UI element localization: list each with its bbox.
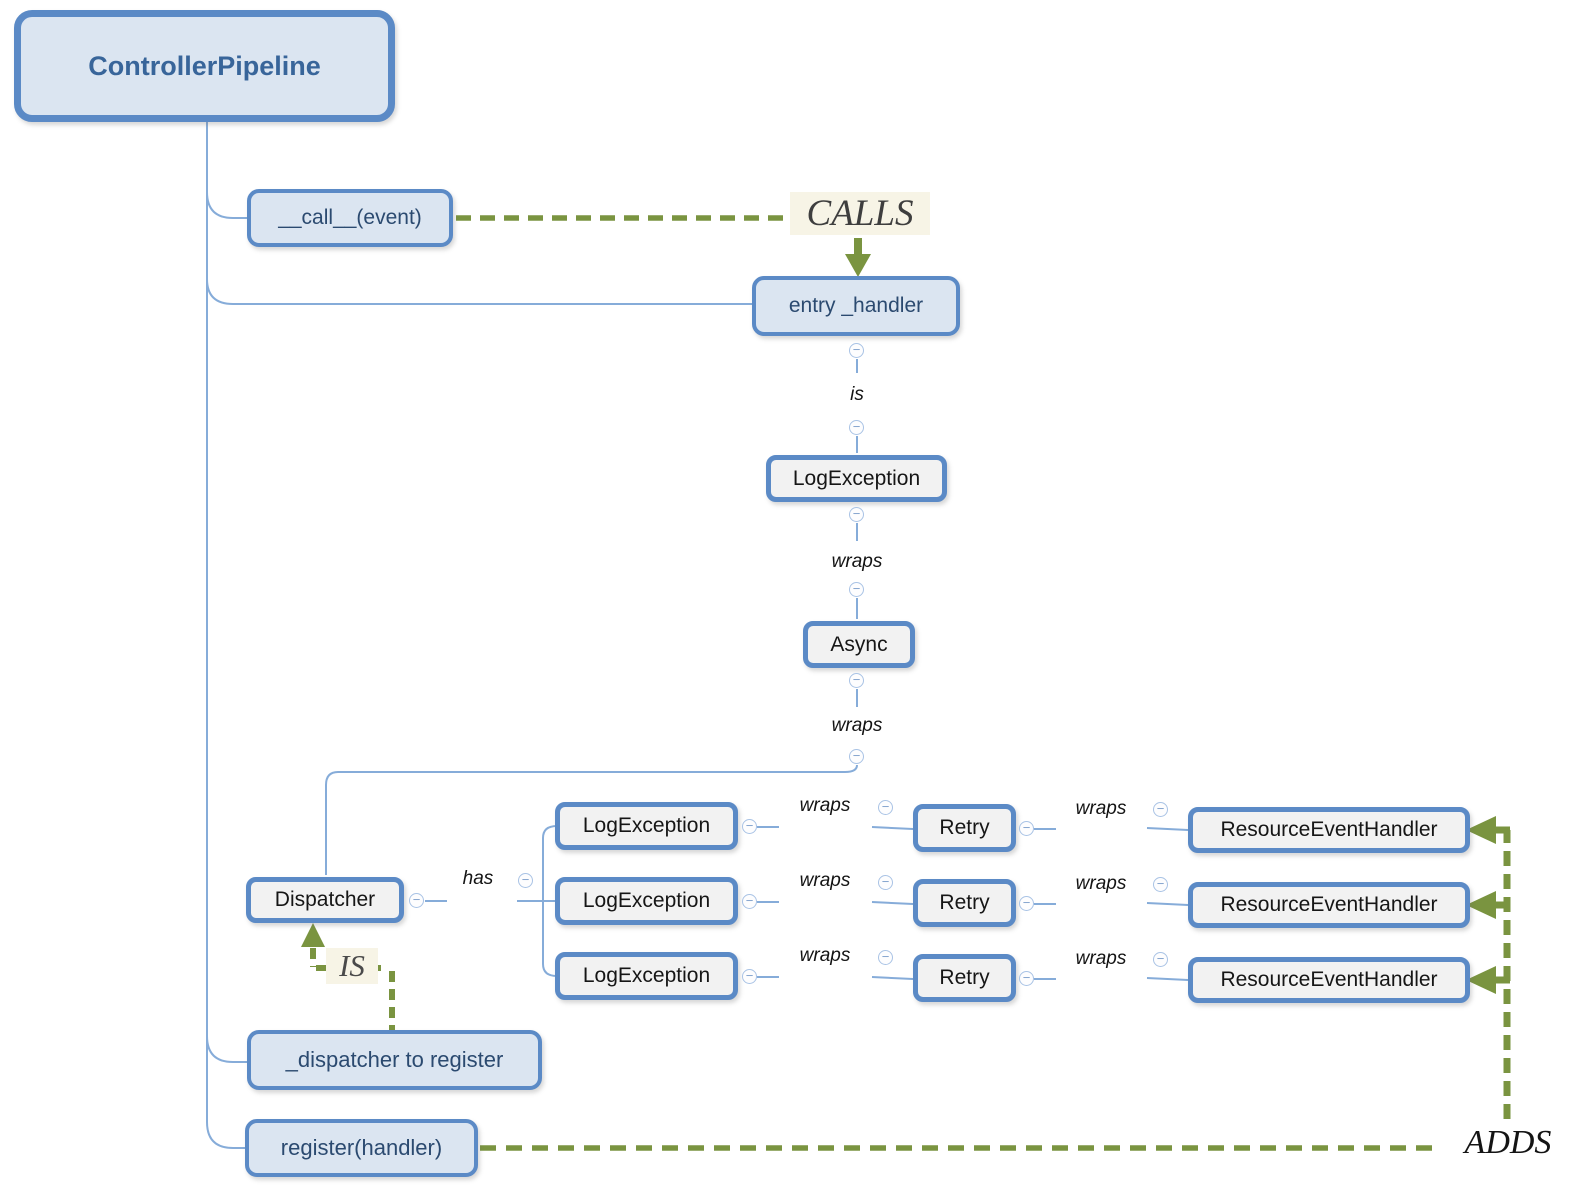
collapse-icon[interactable]: − — [1153, 877, 1168, 892]
collapse-icon[interactable]: − — [409, 893, 424, 908]
adds-label: ADDS — [1464, 1124, 1552, 1161]
collapse-icon[interactable]: − — [742, 819, 757, 834]
row3-links — [757, 976, 1189, 981]
branch-dispatcher-to-register — [206, 1035, 247, 1063]
node-async[interactable]: Async — [803, 621, 915, 668]
calls-arrow-head — [845, 254, 871, 277]
collapse-icon[interactable]: − — [742, 969, 757, 984]
edge-label-wraps-row2a: wraps — [799, 870, 851, 891]
node-register-handler[interactable]: register(handler) — [245, 1119, 478, 1177]
node-resource-event-handler-row3[interactable]: ResourceEventHandler — [1188, 957, 1470, 1003]
node-log-exception-main[interactable]: LogException — [766, 455, 947, 502]
collapse-icon[interactable]: − — [1019, 896, 1034, 911]
branch-register — [206, 1121, 245, 1149]
collapse-icon[interactable]: − — [878, 800, 893, 815]
calls-relationship-arrow — [456, 215, 871, 277]
node-entry-handler[interactable]: entry _handler — [752, 276, 960, 336]
collapse-icon[interactable]: − — [1019, 821, 1034, 836]
node-dispatcher[interactable]: Dispatcher — [246, 877, 404, 923]
adds-relationship-arrow — [480, 816, 1511, 1151]
calls-label: CALLS — [790, 192, 930, 235]
node-resource-event-handler-row1[interactable]: ResourceEventHandler — [1188, 807, 1470, 853]
collapse-icon[interactable]: − — [1153, 802, 1168, 817]
node-log-exception-row3[interactable]: LogException — [555, 952, 738, 1000]
adds-arrow-head-row3 — [1466, 966, 1496, 994]
collapse-icon[interactable]: − — [1019, 971, 1034, 986]
wraps-to-dispatcher-curve — [325, 764, 858, 875]
node-retry-row1[interactable]: Retry — [913, 804, 1016, 852]
tree-connectors — [206, 122, 1189, 1149]
collapse-icon[interactable]: − — [849, 749, 864, 764]
is-arrow-head — [301, 923, 325, 947]
collapse-icon[interactable]: − — [878, 875, 893, 890]
collapse-icon[interactable]: − — [849, 343, 864, 358]
collapse-icon[interactable]: − — [849, 507, 864, 522]
node-log-exception-row1[interactable]: LogException — [555, 802, 738, 850]
node-controller-pipeline[interactable]: ControllerPipeline — [14, 10, 395, 122]
edge-label-wraps-2: wraps — [831, 715, 883, 736]
adds-arrow-head-row2 — [1466, 891, 1496, 919]
collapse-icon[interactable]: − — [742, 894, 757, 909]
node-retry-row3[interactable]: Retry — [913, 954, 1016, 1002]
collapse-icon[interactable]: − — [849, 582, 864, 597]
node-resource-event-handler-row2[interactable]: ResourceEventHandler — [1188, 882, 1470, 928]
edge-label-wraps-row1b: wraps — [1075, 798, 1127, 819]
edge-label-wraps-row1a: wraps — [799, 795, 851, 816]
row1-links — [757, 826, 1189, 831]
row2-links — [757, 901, 1189, 906]
edge-label-wraps-row3b: wraps — [1075, 948, 1127, 969]
branch-entry-handler — [206, 278, 752, 305]
is-label: IS — [326, 948, 378, 984]
branch-call — [206, 191, 247, 219]
node-dispatcher-to-register[interactable]: _dispatcher to register — [247, 1030, 542, 1090]
collapse-icon[interactable]: − — [518, 873, 533, 888]
node-retry-row2[interactable]: Retry — [913, 879, 1016, 927]
node-call-event[interactable]: __call__(event) — [247, 189, 453, 247]
collapse-icon[interactable]: − — [849, 420, 864, 435]
edge-label-has: has — [462, 868, 494, 889]
collapse-icon[interactable]: − — [849, 673, 864, 688]
edge-label-wraps-row3a: wraps — [799, 945, 851, 966]
has-bracket — [542, 825, 558, 977]
collapse-icon[interactable]: − — [878, 950, 893, 965]
edge-label-wraps-row2b: wraps — [1075, 873, 1127, 894]
collapse-icon[interactable]: − — [1153, 952, 1168, 967]
node-log-exception-row2[interactable]: LogException — [555, 877, 738, 925]
edge-label-wraps-1: wraps — [831, 551, 883, 572]
adds-arrow-head-row1 — [1466, 816, 1496, 844]
edge-label-is: is — [850, 384, 864, 405]
